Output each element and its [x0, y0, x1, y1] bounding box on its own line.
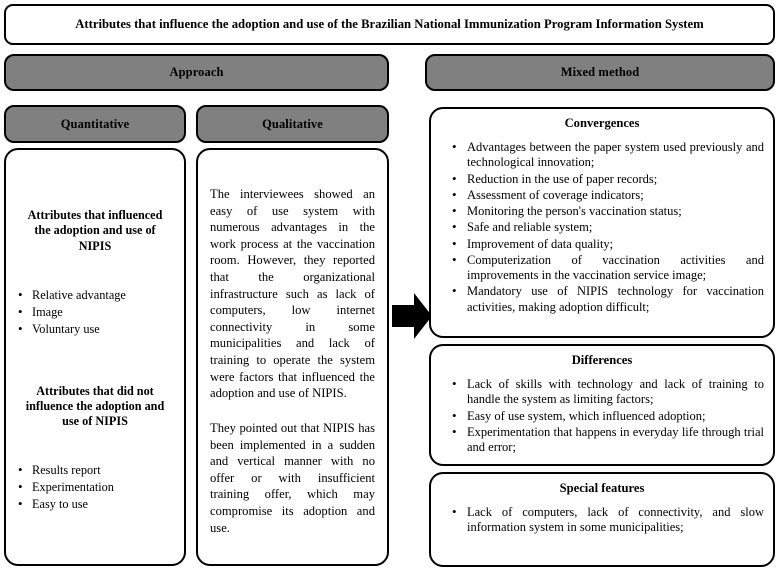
quantitative-not-influenced-list: Results report Experimentation Easy to u…: [14, 462, 176, 513]
list-item: Reduction in the use of paper records;: [440, 170, 764, 187]
diagram-title-box: Attributes that influence the adoption a…: [4, 4, 775, 45]
qualitative-label: Qualitative: [262, 116, 323, 131]
differences-list: Lack of skills with technology and lack …: [440, 376, 764, 456]
qualitative-content-box: The interviewees showed an easy of use s…: [196, 148, 389, 566]
qualitative-paragraph-2: They pointed out that NIPIS has been imp…: [210, 420, 375, 535]
list-item: Mandatory use of NIPIS technology for va…: [440, 283, 764, 315]
special-features-box: Special features Lack of computers, lack…: [429, 472, 775, 567]
mixed-method-label: Mixed method: [560, 65, 640, 79]
quantitative-label: Quantitative: [60, 116, 130, 131]
list-item: Lack of computers, lack of connectivity,…: [440, 504, 764, 536]
quantitative-heading-influenced: Attributes that influenced the adoption …: [27, 208, 163, 253]
approach-label: Approach: [169, 65, 224, 79]
list-item: Improvement of data quality;: [440, 235, 764, 252]
list-item: Advantages between the paper system used…: [440, 139, 764, 171]
page-title: Attributes that influence the adoption a…: [75, 17, 704, 32]
special-features-list: Lack of computers, lack of connectivity,…: [440, 504, 764, 536]
quantitative-content-box: Attributes that influenced the adoption …: [4, 148, 186, 566]
qualitative-header-bar: Qualitative: [196, 105, 389, 143]
convergences-list: Advantages between the paper system used…: [440, 139, 764, 315]
quantitative-heading-not-influenced: Attributes that did not influence the ad…: [25, 383, 165, 429]
list-item: Experimentation: [14, 479, 176, 496]
list-item: Relative advantage: [14, 287, 176, 304]
list-item: Safe and reliable system;: [440, 219, 764, 235]
list-item: Lack of skills with technology and lack …: [440, 376, 764, 408]
list-item: Results report: [14, 462, 176, 479]
special-features-heading: Special features: [559, 481, 645, 495]
convergences-box: Convergences Advantages between the pape…: [429, 107, 775, 338]
list-item: Experimentation that happens in everyday…: [440, 424, 764, 456]
mixed-method-header-bar: Mixed method: [425, 54, 775, 91]
differences-box: Differences Lack of skills with technolo…: [429, 344, 775, 466]
approach-header-bar: Approach: [4, 54, 389, 91]
list-item: Monitoring the person's vaccination stat…: [440, 203, 764, 219]
convergences-heading: Convergences: [564, 116, 640, 130]
quantitative-header-bar: Quantitative: [4, 105, 186, 143]
list-item: Image: [14, 304, 176, 321]
list-item: Computerization of vaccination activitie…: [440, 252, 764, 284]
list-item: Easy of use system, which influenced ado…: [440, 407, 764, 424]
list-item: Assessment of coverage indicators;: [440, 187, 764, 203]
quantitative-influenced-list: Relative advantage Image Voluntary use: [14, 287, 176, 338]
right-arrow-icon: [392, 293, 432, 339]
qualitative-paragraph-1: The interviewees showed an easy of use s…: [210, 187, 375, 401]
list-item: Easy to use: [14, 496, 176, 513]
differences-heading: Differences: [571, 353, 633, 367]
list-item: Voluntary use: [14, 321, 176, 338]
